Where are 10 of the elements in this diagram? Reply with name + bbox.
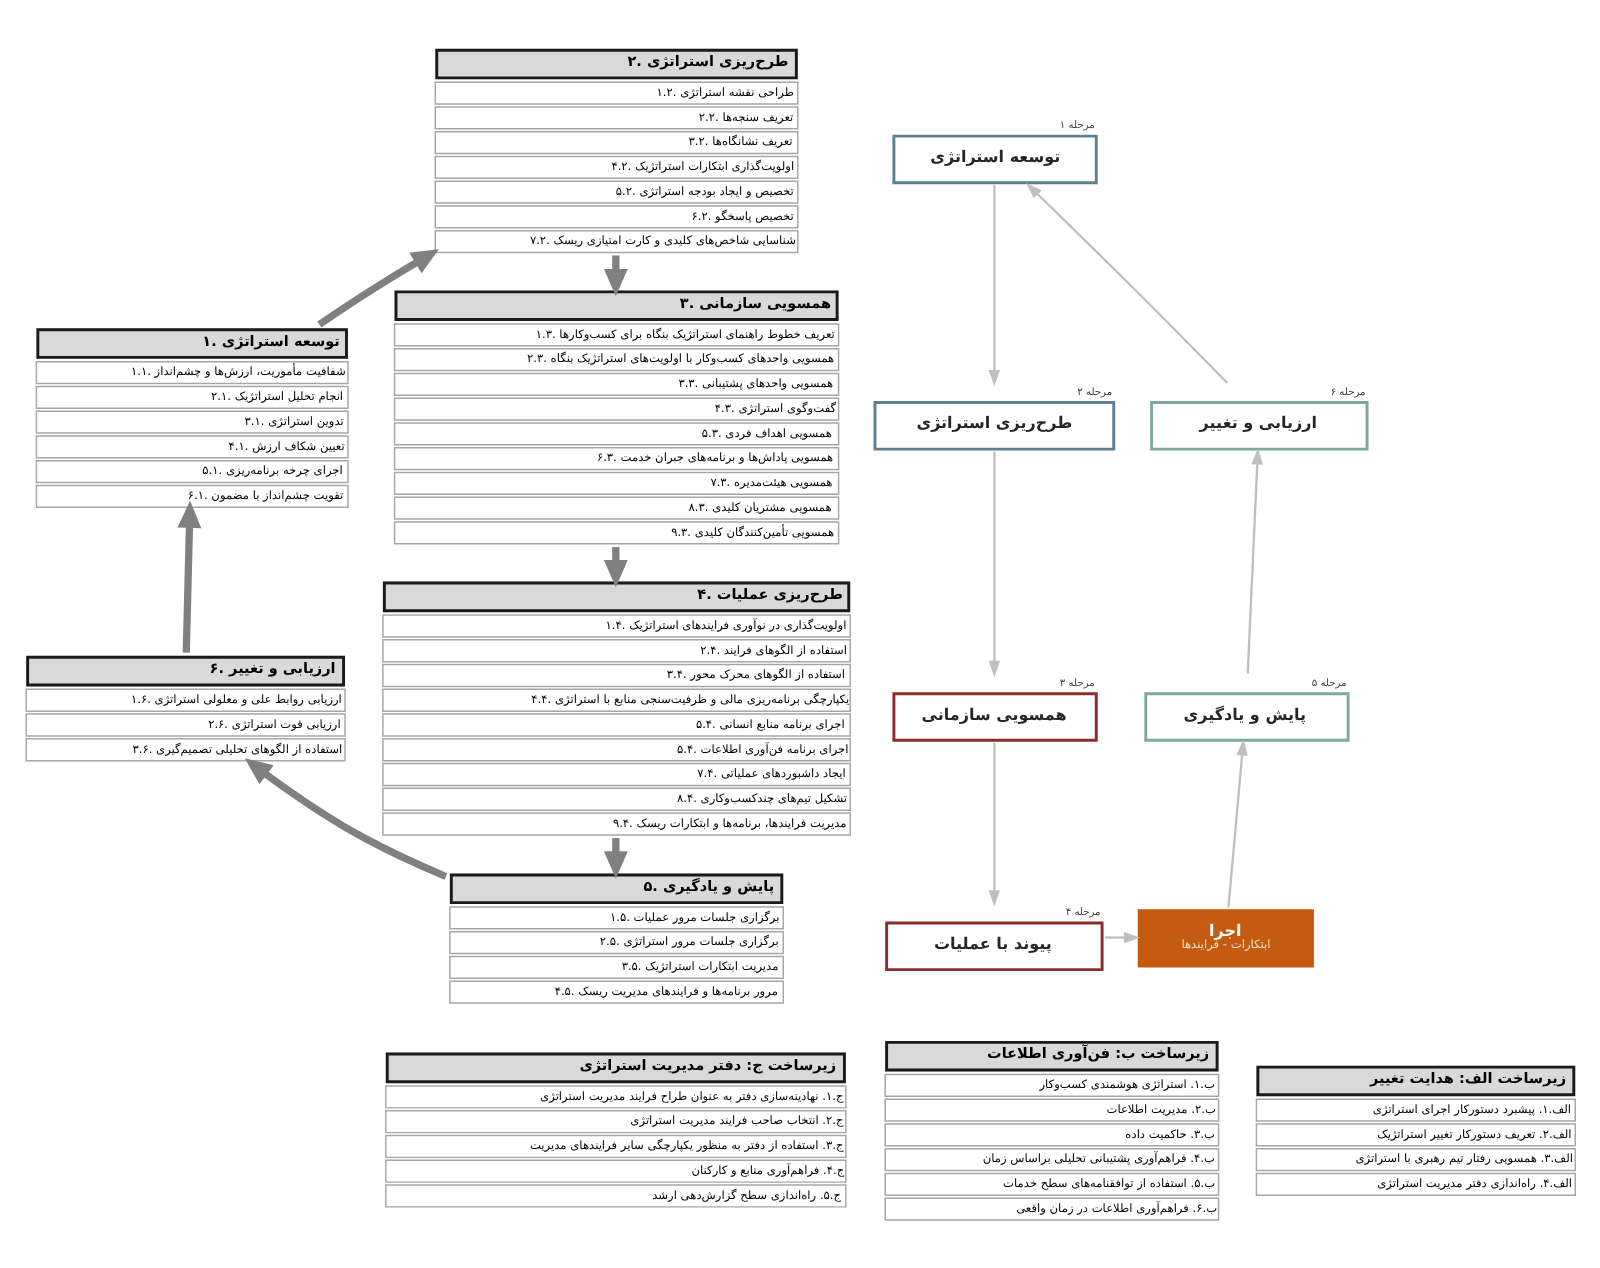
arrow [988,184,1001,387]
arrow [1246,448,1263,674]
arrow [988,742,1001,907]
arrow [988,451,1001,678]
arrow [177,500,202,653]
arrow [1026,182,1229,384]
arrow [244,758,448,880]
arrow [317,249,439,328]
arrow [1227,739,1248,908]
arrow [1105,931,1141,944]
